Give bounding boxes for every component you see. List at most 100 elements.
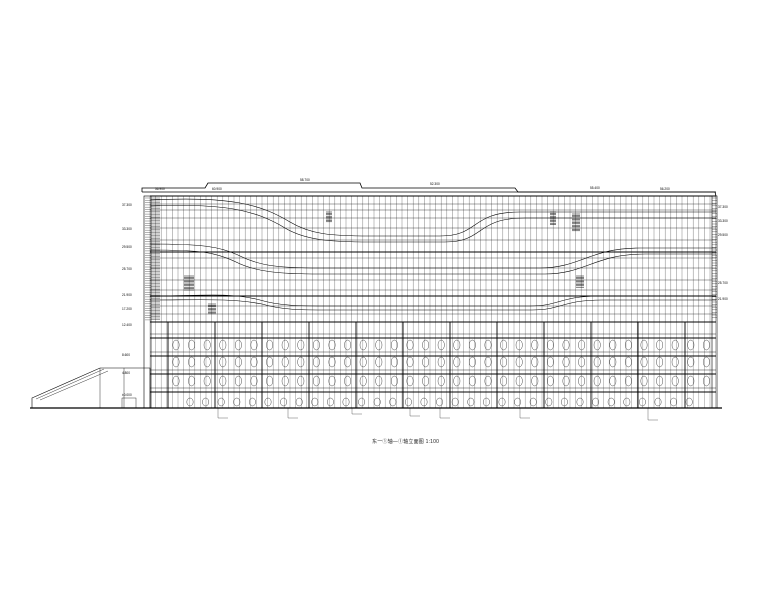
facade-circle <box>547 356 554 368</box>
facade-circle <box>391 339 398 351</box>
ground-circle <box>529 397 537 407</box>
facade-circle <box>266 375 273 387</box>
facade-circle <box>687 356 695 368</box>
facade-circle <box>453 356 461 368</box>
facade-circle <box>422 375 429 387</box>
ground-circle <box>607 397 615 407</box>
facade-circle <box>391 375 398 387</box>
building-structure <box>30 182 722 421</box>
facade-circle <box>313 356 320 368</box>
ground-circle <box>405 397 412 407</box>
curved-ribbon <box>149 243 716 269</box>
ground-circle <box>264 397 272 407</box>
facade-circle <box>671 375 679 387</box>
facade-circle <box>422 356 429 368</box>
facade-circle <box>328 356 336 368</box>
facade-circle <box>578 356 585 368</box>
facade-circle <box>375 356 383 368</box>
facade-circle <box>437 339 445 351</box>
facade-circle <box>328 339 336 351</box>
ground-circle <box>233 397 241 407</box>
roof-elevation-mark: 56.200 <box>660 187 670 191</box>
facade-circle <box>297 356 305 368</box>
facade-circle <box>328 375 336 387</box>
left-elevation-mark: 8.600 <box>122 353 130 357</box>
facade-circle <box>687 339 695 351</box>
curved-ribbon <box>149 249 716 275</box>
ground-circle <box>514 397 521 407</box>
ground-circle <box>311 397 319 407</box>
left-elevation-mark: 37.300 <box>122 203 132 207</box>
ground-circle <box>685 397 693 407</box>
ground-circle <box>483 397 490 407</box>
left-elevation-mark: 33.300 <box>122 227 132 231</box>
curved-ribbon <box>149 205 716 243</box>
facade-circle <box>515 339 523 351</box>
facade-circle <box>484 356 492 368</box>
facade-circle <box>250 356 258 368</box>
ground-circle <box>623 397 631 407</box>
roof-elevation-mark: 56.900 <box>155 187 165 191</box>
facade-circle <box>281 339 289 351</box>
facade-circle <box>359 356 367 368</box>
roof-elevation-mark: 55.400 <box>590 186 600 190</box>
facade-circle <box>219 375 227 387</box>
curved-ribbon <box>149 299 716 311</box>
roof-elevation-mark: 58.700 <box>300 178 310 182</box>
ground-circle <box>451 397 459 407</box>
facade-circle <box>562 356 570 368</box>
facade-circle <box>391 356 398 368</box>
left-elevation-mark: 25.700 <box>122 267 132 271</box>
facade-circle <box>531 339 539 351</box>
left-elevation-mark: 29.500 <box>122 245 132 249</box>
facade-circle <box>500 339 507 351</box>
facade-circle <box>453 375 461 387</box>
facade-circle <box>172 339 180 351</box>
facade-circle <box>640 339 648 351</box>
right-elevation-mark: 21.900 <box>718 297 728 301</box>
facade-circle <box>625 339 632 351</box>
facade-circle <box>640 356 648 368</box>
facade-circle <box>297 375 305 387</box>
facade-circle <box>687 375 695 387</box>
facade-circle <box>344 339 351 351</box>
facade-circle <box>671 339 679 351</box>
facade-circle <box>593 339 601 351</box>
right-elevation-mark: 25.700 <box>718 281 728 285</box>
facade-circle <box>313 375 320 387</box>
facade-circle <box>359 375 367 387</box>
facade-circle <box>531 356 539 368</box>
entrance-ramp <box>31 367 151 409</box>
ground-circle <box>202 397 209 407</box>
ground-circle <box>280 397 287 407</box>
ground-circle <box>327 397 334 407</box>
facade-circle <box>266 356 273 368</box>
facade-circle <box>406 356 414 368</box>
facade-circle <box>313 339 320 351</box>
roof-elevation-mark: 60.900 <box>212 187 222 191</box>
ground-circle <box>249 397 256 407</box>
roof-elevation-mark: 52.300 <box>430 182 440 186</box>
facade-circle <box>235 375 242 387</box>
right-elevation-mark: 33.300 <box>718 219 728 223</box>
facade-circle <box>609 356 617 368</box>
facade-circle <box>562 339 570 351</box>
ramp-outline <box>31 367 151 409</box>
ground-circle <box>561 397 568 407</box>
facade-circle <box>703 375 710 387</box>
ground-circle <box>373 397 381 407</box>
facade-circle <box>453 339 461 351</box>
facade-circle <box>547 375 554 387</box>
ramp-rail <box>35 368 105 400</box>
facade-circle <box>671 356 679 368</box>
facade-circle <box>235 356 242 368</box>
facade-circle <box>578 375 585 387</box>
facade-circle <box>531 375 539 387</box>
ground-circle <box>639 397 646 407</box>
facade-circle <box>703 339 710 351</box>
left-elevation-mark: ±0.000 <box>122 393 132 397</box>
curved-ribbon <box>149 294 716 307</box>
ground-circle <box>217 397 225 407</box>
facade-circle <box>188 375 195 387</box>
